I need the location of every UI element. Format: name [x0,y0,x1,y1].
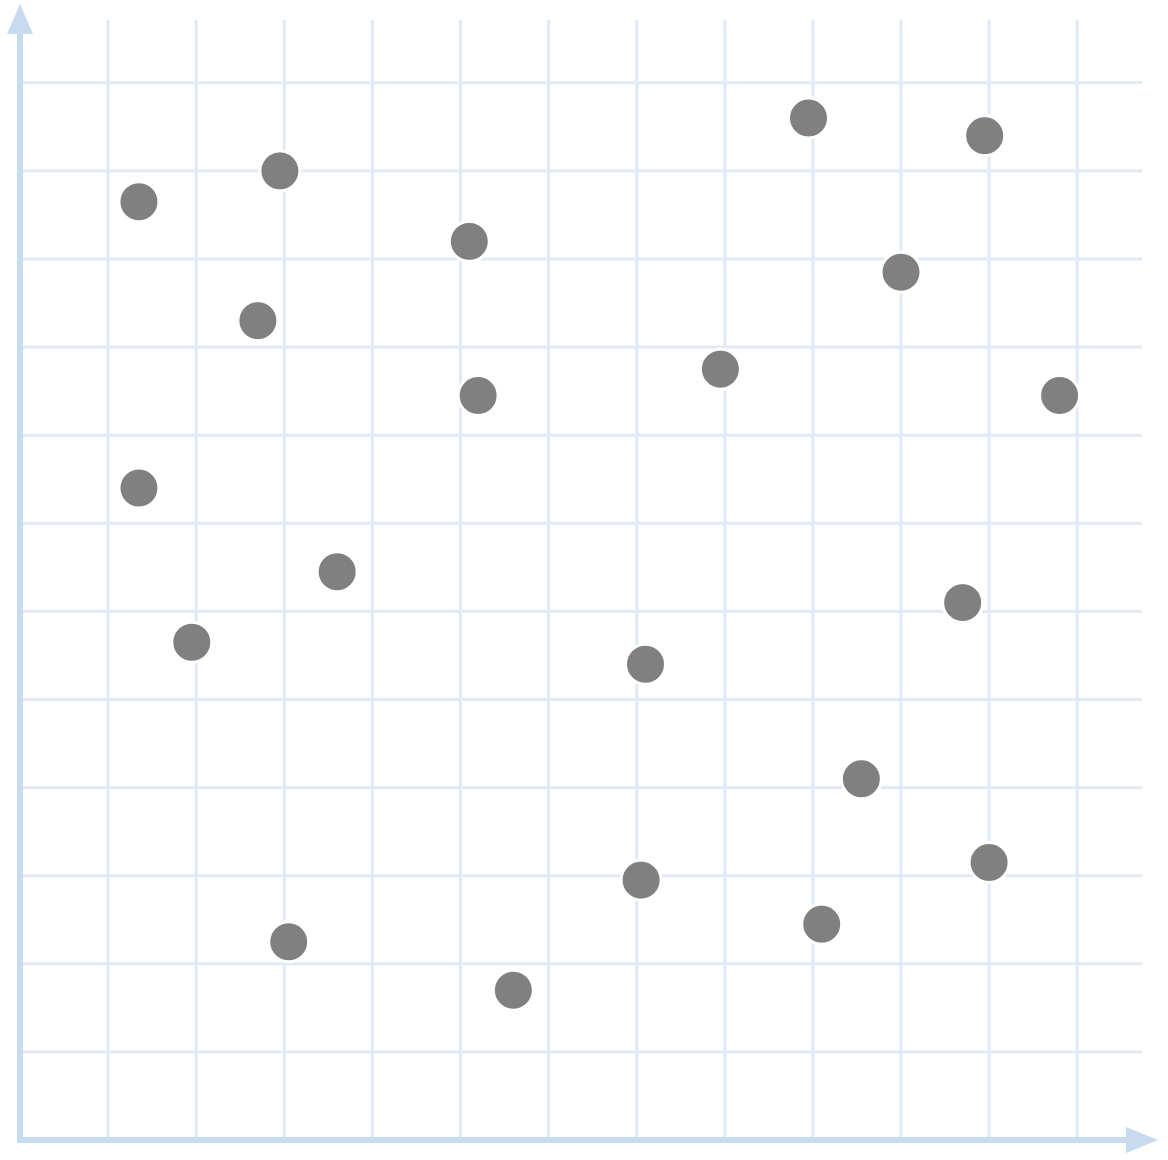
x-axis-arrow [1126,1127,1158,1153]
data-point [117,466,161,510]
data-point [117,180,161,224]
axes [7,4,1158,1153]
grid [20,20,1142,1140]
data-point [624,642,668,686]
data-point [786,96,830,140]
data-point [698,347,742,391]
data-point [1038,374,1082,418]
data-point [315,550,359,594]
y-axis-arrow [7,4,33,34]
data-point [456,374,500,418]
data-points [117,96,1082,1012]
data-point [491,968,535,1012]
data-point [967,840,1011,884]
data-point [258,149,302,193]
data-point [800,902,844,946]
data-point [879,250,923,294]
data-point [170,620,214,664]
data-point [447,219,491,263]
data-point [267,920,311,964]
data-point [619,858,663,902]
data-point [963,114,1007,158]
data-point [941,581,985,625]
data-point [236,299,280,343]
data-point [839,757,883,801]
